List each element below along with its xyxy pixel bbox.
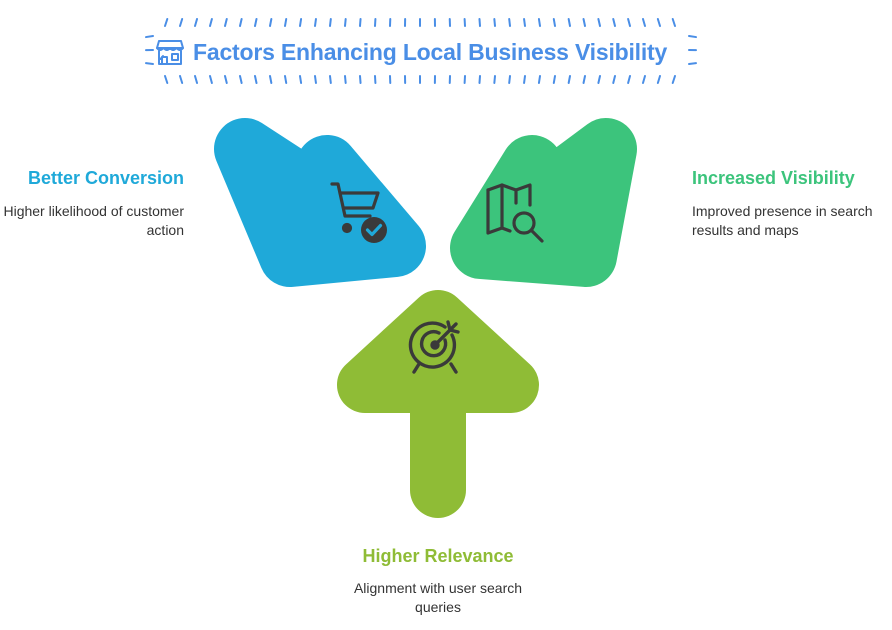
burst-ray: [523, 18, 526, 27]
higher-relevance-title: Higher Relevance: [362, 546, 514, 566]
burst-ray: [552, 18, 556, 27]
burst-ray: [688, 62, 697, 65]
burst-ray: [582, 18, 586, 27]
burst-ray: [597, 18, 601, 27]
burst-ray: [523, 75, 526, 84]
burst-ray: [671, 18, 676, 27]
burst-ray: [209, 75, 213, 84]
burst-ray: [269, 75, 273, 84]
burst-ray: [344, 18, 347, 27]
burst-ray: [508, 75, 511, 84]
burst-ray: [612, 18, 616, 27]
better-conversion-description: Higher likelihood of customer action: [3, 203, 184, 238]
burst-ray: [284, 18, 288, 27]
burst-ray: [567, 75, 571, 84]
burst-ray: [641, 75, 646, 84]
burst-ray: [641, 18, 646, 27]
burst-ray: [627, 75, 631, 84]
burst-ray: [164, 18, 169, 27]
better-conversion-title: Better Conversion: [27, 168, 184, 188]
burst-ray: [359, 75, 362, 84]
burst-ray: [329, 18, 332, 27]
burst-ray: [537, 18, 541, 27]
burst-ray: [239, 75, 243, 84]
burst-ray: [508, 18, 511, 27]
higher-relevance-description: Alignment with user search queries: [353, 580, 523, 615]
burst-ray: [194, 75, 199, 84]
burst-ray: [688, 35, 697, 39]
burst-ray: [478, 18, 481, 27]
burst-ray: [269, 18, 273, 27]
target-icon: [408, 320, 460, 374]
burst-ray: [224, 18, 228, 27]
burst-ray: [582, 75, 586, 84]
burst-ray: [254, 18, 258, 27]
storefront-icon: [156, 40, 184, 65]
burst-ray: [344, 75, 347, 84]
increased-visibility-description: Improved presence in search results and …: [692, 203, 873, 238]
burst-ray: [179, 75, 184, 84]
map-search-icon: [486, 183, 544, 243]
burst-ray: [314, 75, 317, 84]
burst-ray: [478, 75, 481, 84]
arrow-increased-visibility: [450, 118, 637, 287]
burst-ray: [284, 75, 288, 84]
burst-ray: [671, 75, 676, 84]
burst-ray: [239, 18, 243, 27]
burst-ray: [493, 75, 496, 84]
burst-ray: [359, 18, 362, 27]
burst-ray: [597, 75, 601, 84]
burst-ray: [164, 75, 169, 84]
burst-ray: [314, 18, 317, 27]
title-row: Factors Enhancing Local Business Visibil…: [155, 36, 667, 68]
burst-ray: [627, 18, 631, 27]
burst-ray: [179, 18, 184, 27]
arrow-better-conversion: [214, 118, 426, 287]
burst-ray: [567, 18, 571, 27]
burst-ray: [299, 18, 303, 27]
page-title: Factors Enhancing Local Business Visibil…: [193, 38, 668, 65]
burst-ray: [224, 75, 228, 84]
burst-ray: [612, 75, 616, 84]
burst-ray: [145, 62, 154, 65]
title-banner: Factors Enhancing Local Business Visibil…: [143, 16, 699, 86]
increased-visibility-title: Increased Visibility: [692, 168, 855, 188]
burst-ray: [299, 75, 303, 84]
burst-ray: [493, 18, 496, 27]
burst-ray: [145, 35, 154, 39]
burst-ray: [537, 75, 541, 84]
burst-ray: [194, 18, 199, 27]
arrow-higher-relevance: [337, 290, 539, 518]
title-burst-decoration: [145, 18, 697, 84]
burst-ray: [329, 75, 332, 84]
burst-ray: [656, 75, 661, 84]
burst-ray: [254, 75, 258, 84]
burst-ray: [209, 18, 213, 27]
burst-ray: [552, 75, 556, 84]
burst-ray: [656, 18, 661, 27]
cart-check-icon: [330, 182, 387, 243]
